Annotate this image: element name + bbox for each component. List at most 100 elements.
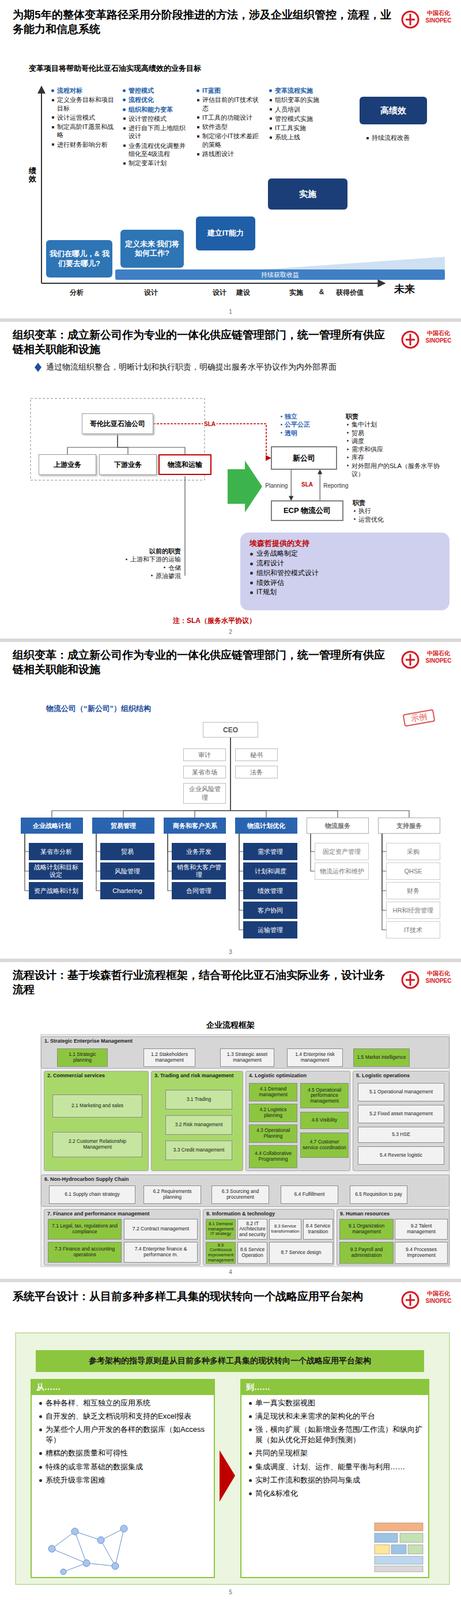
unit-box: 运输管理 xyxy=(243,922,298,940)
connector xyxy=(117,434,185,455)
box-label: 8.4 Service transition xyxy=(304,1224,332,1236)
logo-text: SINOPEC xyxy=(420,657,457,665)
unit-box: 战略计划和目标设定 xyxy=(28,863,83,881)
company-box: ECP 物流公司 xyxy=(270,500,344,522)
box-label: 资产战略和计划 xyxy=(33,888,79,896)
org-box: 哥伦比亚石油公司 xyxy=(81,413,154,435)
connector xyxy=(382,834,387,853)
box-label: 5.1 Operational management xyxy=(369,1090,433,1097)
process-box: 6.4 Fulfillment xyxy=(280,1186,339,1205)
unit-box: 销售和大客户管理 xyxy=(171,863,226,881)
process-box: 6.2 Requirements planning xyxy=(143,1186,202,1205)
process-box: 9.4 Processes Improvement xyxy=(394,1242,448,1265)
sla-label: SLA xyxy=(298,481,316,489)
process-box: 1.5 Market intelligence xyxy=(353,1049,410,1068)
list-item: 糟糕的数据质量和可得性 xyxy=(45,1449,209,1460)
process-box: 8.4 Service transition xyxy=(303,1219,334,1241)
panel-ground xyxy=(30,1380,215,1580)
chart-title-group: 企业流程框架 xyxy=(172,1021,289,1032)
bullet-text: 制定高阶IT愿景和战略 xyxy=(57,122,118,140)
process-box: 4.7 Customer service coordination xyxy=(300,1133,349,1159)
box-label: 1.5 Market intelligence xyxy=(356,1055,406,1062)
bullet-text-group: 职责执行运营优化 xyxy=(352,499,422,524)
axis-label: & xyxy=(315,288,328,297)
box-label: 3. Trading and risk management xyxy=(154,1073,240,1080)
box-label: 审计 xyxy=(198,751,211,761)
bullet-text: 职责 xyxy=(345,412,448,421)
process-box: 4.3 Operational Planning xyxy=(248,1125,298,1144)
note-text: 公平公正 xyxy=(284,420,327,429)
bullet-text-group: 管控模式流程优化组织和能力变革设计管控模式进行自下而上地组织设计业务流程优化调整… xyxy=(122,86,191,169)
connector xyxy=(67,434,118,455)
green-arrow xyxy=(227,461,263,513)
connector xyxy=(167,834,172,892)
axis-label: 建设 xyxy=(231,288,255,298)
box-label: 到…… xyxy=(241,1381,429,1397)
list-item: 单一真实数据视图 xyxy=(255,1399,423,1410)
process-box: 9.1 Organization management xyxy=(339,1219,394,1241)
axis-label-group: 设计 xyxy=(208,288,232,298)
process-box: 3.2 Risk management xyxy=(165,1116,233,1136)
axis-label-group: 分析 xyxy=(65,288,89,298)
bullet-text: 变革流程实施 xyxy=(274,86,340,95)
connector xyxy=(123,738,231,819)
process-box: 5.3 HSE xyxy=(357,1127,445,1144)
box-label: 8. Information & technology xyxy=(206,1211,331,1219)
bullet-text: 组织变革的实施 xyxy=(274,95,340,104)
bullet-text: IT工具实施 xyxy=(274,123,340,132)
stage-box: 我们在哪儿，& 我们要去哪儿? xyxy=(46,240,113,278)
stage-box: 实施 xyxy=(267,178,348,210)
connector xyxy=(239,834,244,931)
bullet-text: 设计运营模式 xyxy=(57,113,118,122)
axis-label: 未来 xyxy=(389,282,420,297)
leader-line xyxy=(184,476,186,577)
list-item: IT规划 xyxy=(256,587,441,598)
box-label: ECP 物流公司 xyxy=(283,505,331,517)
connector xyxy=(51,738,231,819)
box-label: QHSE xyxy=(403,868,422,876)
outer-panel xyxy=(15,1334,450,1586)
staff-box: 法务 xyxy=(235,766,278,780)
axis-label: 实施 xyxy=(284,288,308,298)
box-label: 7.1 Legal, tax, regulations and complian… xyxy=(49,1224,120,1236)
box-label: 2.2 Customer Relationship Management xyxy=(54,1139,141,1151)
axis-label-group: & xyxy=(315,288,328,297)
box-label: 5.2 Fixed asset management xyxy=(369,1112,433,1118)
support-panel: 埃森哲提供的支持业务战略制定流程设计组织和管控模式设计绩效评估IT规划 xyxy=(240,533,450,611)
process-box: 8.5 Continuous improvement management xyxy=(205,1242,236,1265)
unit-box: 固定资产管理 xyxy=(314,843,369,861)
stage-box: 高绩效 xyxy=(359,96,428,125)
connector xyxy=(230,738,410,819)
axis-label-group: 未来 xyxy=(389,282,420,297)
company-box: 新公司 xyxy=(270,446,338,471)
bullet-text: 库存 xyxy=(351,453,448,462)
panel-ground xyxy=(240,1380,430,1580)
bullet-text: 组织和能力变革 xyxy=(128,105,191,114)
slide-title: 组织变革：成立新公司作为专业的一体化供应链管理部门，统一管理所有供应链相关职能和… xyxy=(12,648,394,678)
bullet-diamond xyxy=(34,363,42,373)
box-label: 法务 xyxy=(250,768,263,778)
process-box: 8.7 Service design xyxy=(269,1242,334,1265)
process-group: 4. Logistic optimization4.1 Demand manag… xyxy=(245,1071,351,1173)
process-group: 2. Commercial services2.1 Marketing and … xyxy=(43,1071,149,1173)
note-text: 独立 xyxy=(284,412,327,421)
box-label: 需求管理 xyxy=(257,848,283,857)
unit-box: 某省市分析 xyxy=(28,843,83,861)
logo-text-group: 中国石化SINOPEC xyxy=(420,650,457,665)
slide-title-group: 系统平台设计：从目前多种多样工具集的现状转向一个战略应用平台架构 xyxy=(12,1290,394,1306)
box-label: 某省市分析 xyxy=(40,848,73,857)
stage-box: 定义未来 我们将如何工作? xyxy=(120,229,184,268)
process-box: 4.5 Operational performance management xyxy=(300,1083,349,1110)
slide-title: 组织变革：成立新公司作为专业的一体化供应链管理部门，统一管理所有供应链相关职能和… xyxy=(12,328,394,357)
department-box: 企业战略计划 xyxy=(20,818,83,835)
box-label: 合同管理 xyxy=(186,888,212,896)
red-arrow xyxy=(219,1451,236,1503)
bullet-text: 流程优化 xyxy=(128,95,191,104)
process-group: 8. Information & technology8.1 Demand ma… xyxy=(202,1210,335,1267)
unit-box: IT技术 xyxy=(386,922,441,940)
process-box: 7.2 Contract management xyxy=(123,1219,198,1241)
process-box: 2.1 Marketing and sales xyxy=(52,1095,143,1119)
department-box: 商务和客户关系 xyxy=(163,818,226,835)
connector xyxy=(230,738,338,819)
connector xyxy=(24,834,29,872)
